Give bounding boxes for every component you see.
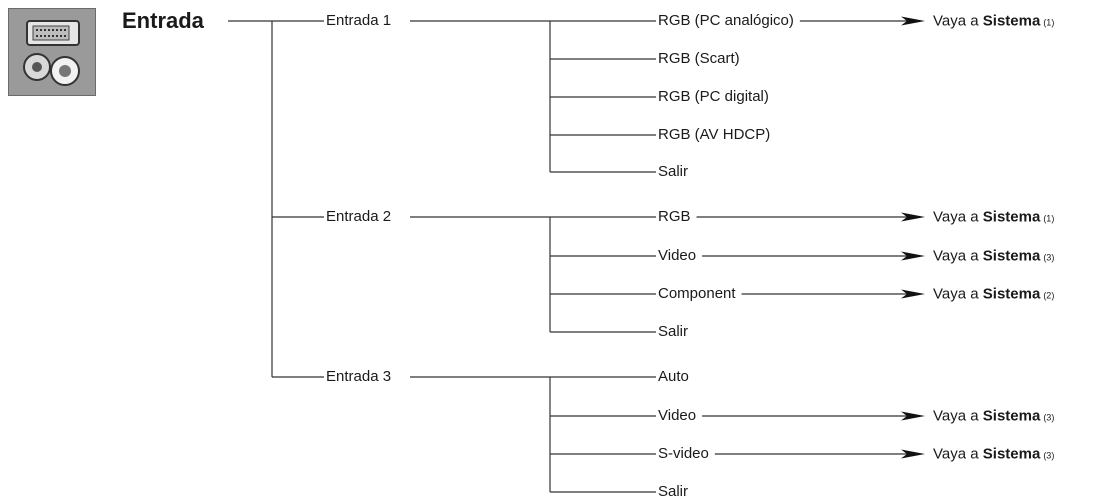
goto-reference: Vaya a Sistema(3) xyxy=(933,408,1054,425)
goto-target: Sistema xyxy=(982,247,1041,265)
goto-reference: Vaya a Sistema(1) xyxy=(933,13,1054,30)
option-item[interactable]: Salir xyxy=(656,323,691,341)
goto-reference: Vaya a Sistema(3) xyxy=(933,248,1054,265)
goto-target: Sistema xyxy=(982,208,1041,226)
input-item-2[interactable]: Entrada 2 xyxy=(324,208,394,226)
option-item[interactable]: RGB (Scart) xyxy=(656,50,742,68)
option-item[interactable]: RGB (PC digital) xyxy=(656,88,771,106)
goto-prefix: Vaya a xyxy=(933,285,979,303)
arrow-head-icon xyxy=(901,449,925,459)
input-item-3[interactable]: Entrada 3 xyxy=(324,368,394,386)
goto-prefix: Vaya a xyxy=(933,208,979,226)
goto-target: Sistema xyxy=(982,445,1041,463)
arrow-head-icon xyxy=(901,251,925,261)
goto-ref: (3) xyxy=(1043,450,1055,461)
goto-prefix: Vaya a xyxy=(933,12,979,30)
option-item[interactable]: Component xyxy=(656,285,738,303)
option-item[interactable]: Salir xyxy=(656,483,691,498)
arrow-head-icon xyxy=(901,16,925,26)
option-item[interactable]: S-video xyxy=(656,445,711,463)
input-connector-icon xyxy=(8,8,96,96)
goto-target: Sistema xyxy=(982,407,1041,425)
goto-ref: (3) xyxy=(1043,412,1055,423)
goto-reference: Vaya a Sistema(3) xyxy=(933,446,1054,463)
goto-ref: (2) xyxy=(1043,290,1055,301)
option-item[interactable]: Salir xyxy=(656,163,691,181)
option-item[interactable]: Auto xyxy=(656,368,691,386)
goto-prefix: Vaya a xyxy=(933,445,979,463)
goto-reference: Vaya a Sistema(1) xyxy=(933,209,1054,226)
option-item[interactable]: RGB xyxy=(656,208,693,226)
goto-ref: (3) xyxy=(1043,252,1055,263)
option-item[interactable]: Video xyxy=(656,247,699,265)
option-item[interactable]: RGB (PC analógico) xyxy=(656,12,796,30)
option-item[interactable]: Video xyxy=(656,407,699,425)
goto-prefix: Vaya a xyxy=(933,407,979,425)
menu-title: Entrada xyxy=(122,8,206,34)
arrow-head-icon xyxy=(901,289,925,299)
goto-reference: Vaya a Sistema(2) xyxy=(933,286,1054,303)
goto-target: Sistema xyxy=(982,12,1041,30)
goto-prefix: Vaya a xyxy=(933,247,979,265)
arrow-head-icon xyxy=(901,212,925,222)
arrow-head-icon xyxy=(901,411,925,421)
goto-target: Sistema xyxy=(982,285,1041,303)
option-item[interactable]: RGB (AV HDCP) xyxy=(656,126,773,144)
goto-ref: (1) xyxy=(1043,213,1055,224)
goto-ref: (1) xyxy=(1043,17,1055,28)
input-item-1[interactable]: Entrada 1 xyxy=(324,12,394,30)
